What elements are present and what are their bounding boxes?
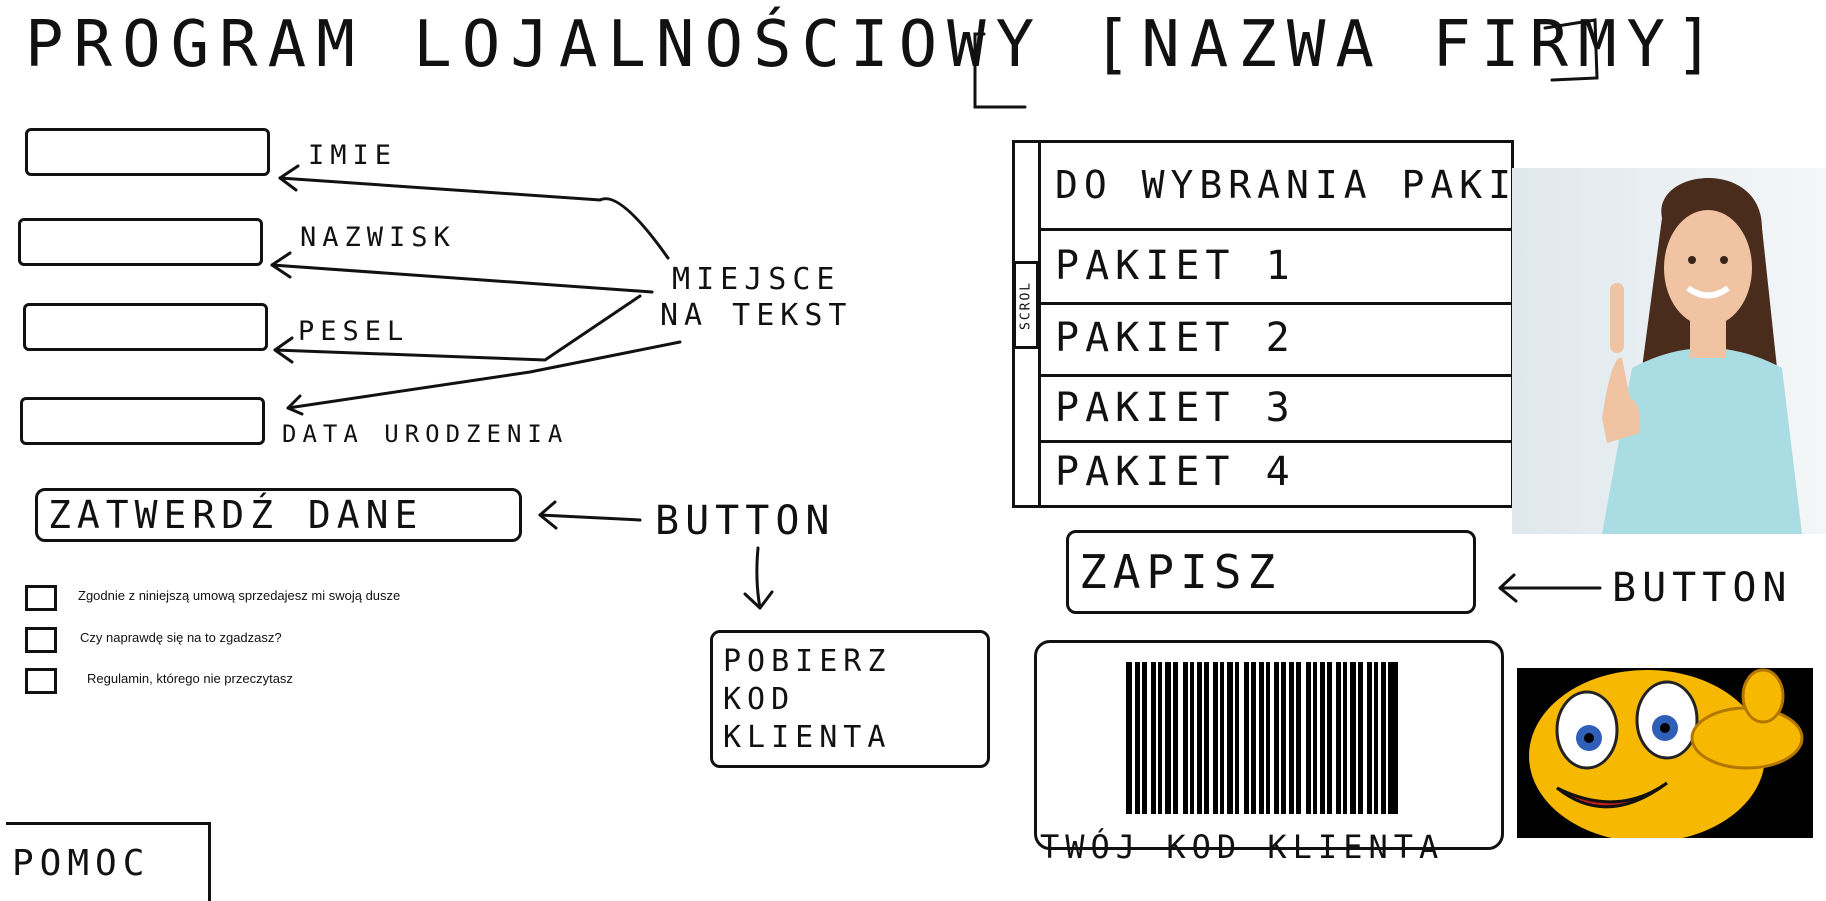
package-option-2[interactable]: PAKIET 2 xyxy=(1041,305,1514,377)
page-title: PROGRAM LOJALNOŚCIOWY [NAZWA FIRMY] xyxy=(25,8,1724,82)
consent-label-terms: Regulamin, którego nie przeczytasz xyxy=(87,671,293,686)
scroll-label: SCROL xyxy=(1013,261,1039,349)
birth-date-label: DATA URODZENIA xyxy=(282,420,569,448)
text-field-annotation: MIEJSCE NA TEKST xyxy=(660,262,853,333)
confirm-button-annotation: BUTTON xyxy=(655,498,836,544)
last-name-field[interactable] xyxy=(18,218,263,266)
consent-checkbox-agree[interactable] xyxy=(25,627,57,653)
save-button-annotation: BUTTON xyxy=(1612,565,1793,611)
get-client-code-button[interactable]: POBIERZ KOD KLIENTA xyxy=(710,630,990,768)
consent-checkbox-soul[interactable] xyxy=(25,585,57,611)
barcode xyxy=(1126,662,1398,814)
package-option-4[interactable]: PAKIET 4 xyxy=(1055,449,1296,495)
last-name-label: NAZWISK xyxy=(300,222,456,253)
first-name-field[interactable] xyxy=(25,128,270,176)
package-scrollbar[interactable]: SCROL xyxy=(1012,140,1041,508)
woman-thumbs-up-photo xyxy=(1512,168,1826,534)
consent-checkbox-terms[interactable] xyxy=(25,668,57,694)
help-button[interactable]: POMOC xyxy=(6,822,211,901)
client-code-label: TWÓJ KOD KLIENTA xyxy=(1040,828,1445,866)
consent-label-agree: Czy naprawdę się na to zgadzasz? xyxy=(80,630,282,645)
birth-date-field[interactable] xyxy=(20,397,265,445)
package-dropdown-header: DO WYBRANIA PAKIET xyxy=(1041,143,1514,231)
pesel-field[interactable] xyxy=(23,303,268,351)
package-option-3[interactable]: PAKIET 3 xyxy=(1041,377,1514,443)
winking-thumbs-up-emoji xyxy=(1517,668,1813,838)
confirm-data-button[interactable]: ZATWERDŹ DANE xyxy=(35,488,522,542)
pesel-label: PESEL xyxy=(298,316,410,347)
first-name-label: IMIE xyxy=(308,140,398,171)
consent-label-soul: Zgodnie z niniejszą umową sprzedajesz mi… xyxy=(78,588,401,603)
save-button[interactable]: ZAPISZ xyxy=(1066,530,1476,614)
package-option-1[interactable]: PAKIET 1 xyxy=(1041,231,1514,305)
